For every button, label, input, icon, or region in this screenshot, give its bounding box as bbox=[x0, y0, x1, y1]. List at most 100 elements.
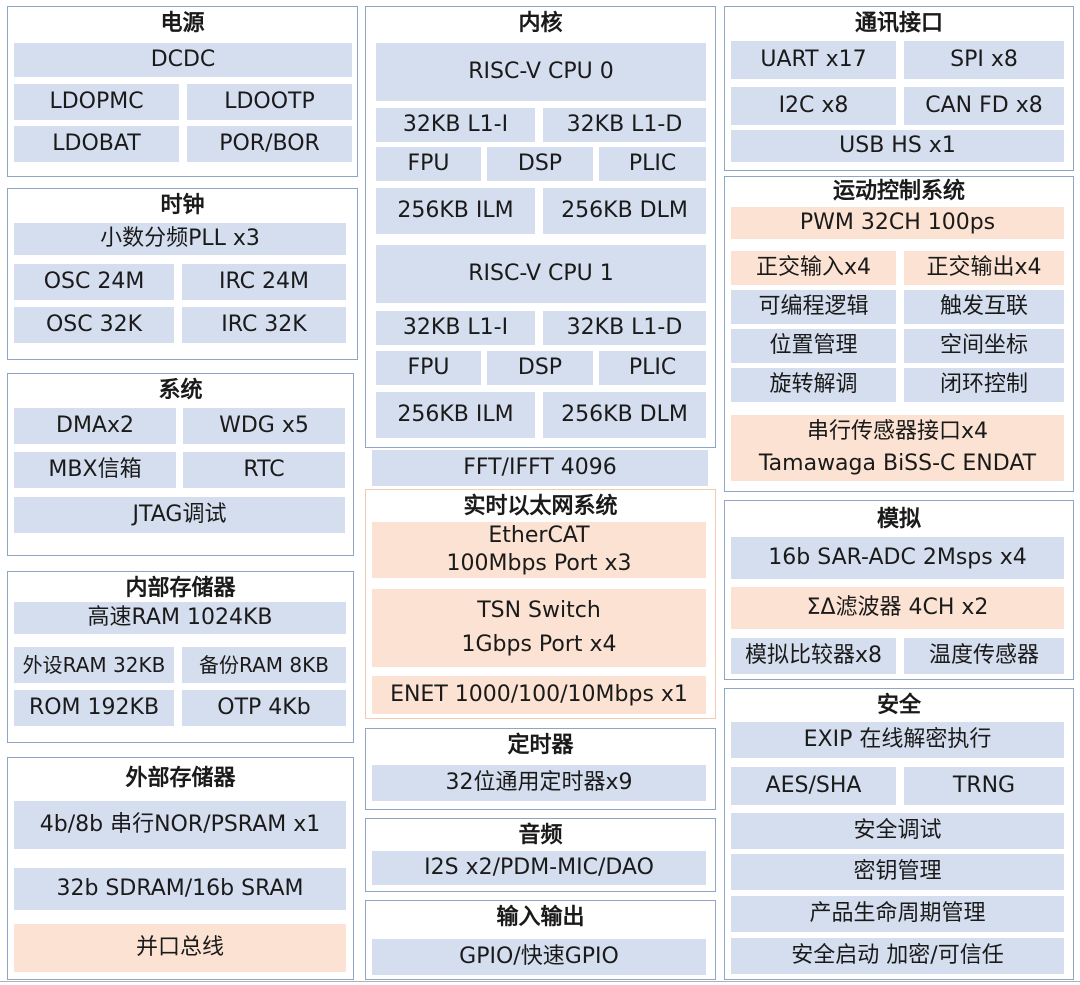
comm-title: 通讯接口 bbox=[854, 11, 943, 36]
comm-group: 通讯接口 UART x17 SPI x8 I2C x8 CAN FD x8 US… bbox=[724, 6, 1074, 171]
ethercat-block: EtherCAT 100Mbps Port x3 bbox=[372, 522, 706, 578]
security-group: 安全 EXIP 在线解密执行 AES/SHA TRNG 安全调试 密钥管理 产品… bbox=[724, 688, 1074, 980]
dcdc-block: DCDC bbox=[14, 43, 352, 77]
cpu1-dsp-block: DSP bbox=[487, 351, 593, 385]
timer-block: 32位通用定时器x9 bbox=[372, 765, 706, 801]
ldopmc-block: LDOPMC bbox=[14, 84, 179, 120]
prog-logic-block: 可编程逻辑 bbox=[731, 290, 896, 324]
analog-title: 模拟 bbox=[876, 507, 921, 532]
ethercat-label: EtherCAT bbox=[488, 523, 590, 548]
audio-group: 音频 I2S x2/PDM-MIC/DAO bbox=[365, 818, 716, 892]
qei-in-block: 正交输入x4 bbox=[731, 251, 896, 285]
internal-memory-title: 内部存储器 bbox=[125, 576, 236, 601]
serial-sensor-label: 串行传感器接口x4 bbox=[806, 419, 989, 444]
secure-boot-block: 安全启动 加密/可信任 bbox=[731, 938, 1064, 974]
space-coord-block: 空间坐标 bbox=[904, 329, 1064, 363]
pll-block: 小数分频PLL x3 bbox=[14, 223, 346, 255]
resolver-block: 旋转解调 bbox=[731, 368, 896, 402]
periph-ram-block: 外设RAM 32KB bbox=[14, 647, 174, 683]
serial-sensor-protocols: Tamawaga BiSS-C ENDAT bbox=[758, 451, 1037, 476]
mbx-block: MBX信箱 bbox=[14, 452, 176, 488]
wdg-block: WDG x5 bbox=[183, 408, 345, 444]
i2c-block: I2C x8 bbox=[731, 87, 896, 125]
rtc-block: RTC bbox=[183, 452, 345, 488]
comparator-block: 模拟比较器x8 bbox=[731, 638, 896, 674]
spi-block: SPI x8 bbox=[904, 41, 1064, 79]
uart-block: UART x17 bbox=[731, 41, 896, 79]
ethercat-ports: 100Mbps Port x3 bbox=[446, 551, 632, 576]
cpu1-dlm-block: 256KB DLM bbox=[543, 392, 706, 438]
osc-32k-block: OSC 32K bbox=[14, 307, 174, 343]
cpu0-plic-block: PLIC bbox=[599, 147, 706, 181]
cpu0-ilm-block: 256KB ILM bbox=[376, 188, 535, 234]
clock-group: 时钟 小数分频PLL x3 OSC 24M IRC 24M OSC 32K IR… bbox=[7, 188, 358, 360]
motion-group: 运动控制系统 PWM 32CH 100ps 正交输入x4 正交输出x4 可编程逻… bbox=[724, 176, 1074, 492]
exip-block: EXIP 在线解密执行 bbox=[731, 722, 1064, 758]
io-group: 输入输出 GPIO/快速GPIO bbox=[365, 900, 716, 980]
cpu0-block: RISC-V CPU 0 bbox=[376, 43, 706, 101]
ethernet-title: 实时以太网系统 bbox=[463, 494, 618, 519]
cpu1-l1d-block: 32KB L1-D bbox=[543, 311, 706, 345]
usb-block: USB HS x1 bbox=[731, 130, 1064, 162]
parallel-bus-block: 并口总线 bbox=[14, 924, 346, 972]
tsn-label: TSN Switch bbox=[477, 598, 601, 623]
dma-block: DMAx2 bbox=[14, 408, 176, 444]
system-title: 系统 bbox=[158, 378, 203, 403]
ldootp-block: LDOOTP bbox=[187, 84, 352, 120]
enet-block: ENET 1000/100/10Mbps x1 bbox=[372, 676, 706, 714]
audio-block: I2S x2/PDM-MIC/DAO bbox=[372, 851, 706, 885]
sdram-block: 32b SDRAM/16b SRAM bbox=[14, 868, 346, 910]
core-title: 内核 bbox=[518, 11, 563, 36]
ldobat-block: LDOBAT bbox=[14, 126, 179, 162]
jtag-block: JTAG调试 bbox=[14, 497, 345, 533]
analog-group: 模拟 16b SAR-ADC 2Msps x4 ΣΔ滤波器 4CH x2 模拟比… bbox=[724, 500, 1074, 680]
motion-title: 运动控制系统 bbox=[832, 179, 965, 204]
cpu1-plic-block: PLIC bbox=[599, 351, 706, 385]
tsn-ports: 1Gbps Port x4 bbox=[461, 632, 617, 657]
audio-title: 音频 bbox=[518, 823, 563, 848]
internal-memory-group: 内部存储器 高速RAM 1024KB 外设RAM 32KB 备份RAM 8KB … bbox=[7, 571, 354, 743]
cpu0-dlm-block: 256KB DLM bbox=[543, 188, 706, 234]
serial-sensor-block: 串行传感器接口x4 Tamawaga BiSS-C ENDAT bbox=[731, 415, 1064, 481]
timer-title: 定时器 bbox=[507, 733, 574, 758]
security-title: 安全 bbox=[876, 693, 921, 718]
pwm-block: PWM 32CH 100ps bbox=[731, 207, 1064, 239]
otp-block: OTP 4Kb bbox=[182, 690, 346, 726]
power-title: 电源 bbox=[160, 11, 205, 36]
trigger-mux-block: 触发互联 bbox=[904, 290, 1064, 324]
cpu0-l1i-block: 32KB L1-I bbox=[376, 108, 535, 142]
cpu0-l1d-block: 32KB L1-D bbox=[543, 108, 706, 142]
tsn-switch-block: TSN Switch 1Gbps Port x4 bbox=[372, 589, 706, 667]
trng-block: TRNG bbox=[904, 767, 1064, 805]
system-group: 系统 DMAx2 WDG x5 MBX信箱 RTC JTAG调试 bbox=[7, 373, 354, 556]
temp-sensor-block: 温度传感器 bbox=[904, 638, 1064, 674]
external-memory-title: 外部存储器 bbox=[125, 766, 236, 791]
cpu0-dsp-block: DSP bbox=[487, 147, 593, 181]
power-group: 电源 DCDC LDOPMC LDOOTP LDOBAT POR/BOR bbox=[7, 6, 358, 177]
adc-block: 16b SAR-ADC 2Msps x4 bbox=[731, 537, 1064, 579]
rom-block: ROM 192KB bbox=[14, 690, 174, 726]
lifecycle-block: 产品生命周期管理 bbox=[731, 896, 1064, 932]
fast-ram-block: 高速RAM 1024KB bbox=[14, 602, 346, 634]
fft-block: FFT/IFFT 4096 bbox=[372, 450, 708, 486]
irc-32k-block: IRC 32K bbox=[182, 307, 346, 343]
gpio-block: GPIO/快速GPIO bbox=[372, 939, 706, 975]
cpu0-fpu-block: FPU bbox=[376, 147, 481, 181]
external-memory-group: 外部存储器 4b/8b 串行NOR/PSRAM x1 32b SDRAM/16b… bbox=[7, 757, 354, 980]
cpu1-block: RISC-V CPU 1 bbox=[376, 245, 706, 303]
osc-24m-block: OSC 24M bbox=[14, 264, 174, 300]
timer-group: 定时器 32位通用定时器x9 bbox=[365, 728, 716, 810]
position-mgmt-block: 位置管理 bbox=[731, 329, 896, 363]
aes-sha-block: AES/SHA bbox=[731, 767, 896, 805]
canfd-block: CAN FD x8 bbox=[904, 87, 1064, 125]
qei-out-block: 正交输出x4 bbox=[904, 251, 1064, 285]
secure-debug-block: 安全调试 bbox=[731, 813, 1064, 849]
cpu1-l1i-block: 32KB L1-I bbox=[376, 311, 535, 345]
cpu1-fpu-block: FPU bbox=[376, 351, 481, 385]
core-group: 内核 RISC-V CPU 0 32KB L1-I 32KB L1-D FPU … bbox=[365, 6, 716, 448]
key-mgmt-block: 密钥管理 bbox=[731, 854, 1064, 890]
io-title: 输入输出 bbox=[496, 905, 585, 930]
nor-psram-block: 4b/8b 串行NOR/PSRAM x1 bbox=[14, 801, 346, 849]
por-bor-block: POR/BOR bbox=[187, 126, 352, 162]
cpu1-ilm-block: 256KB ILM bbox=[376, 392, 535, 438]
